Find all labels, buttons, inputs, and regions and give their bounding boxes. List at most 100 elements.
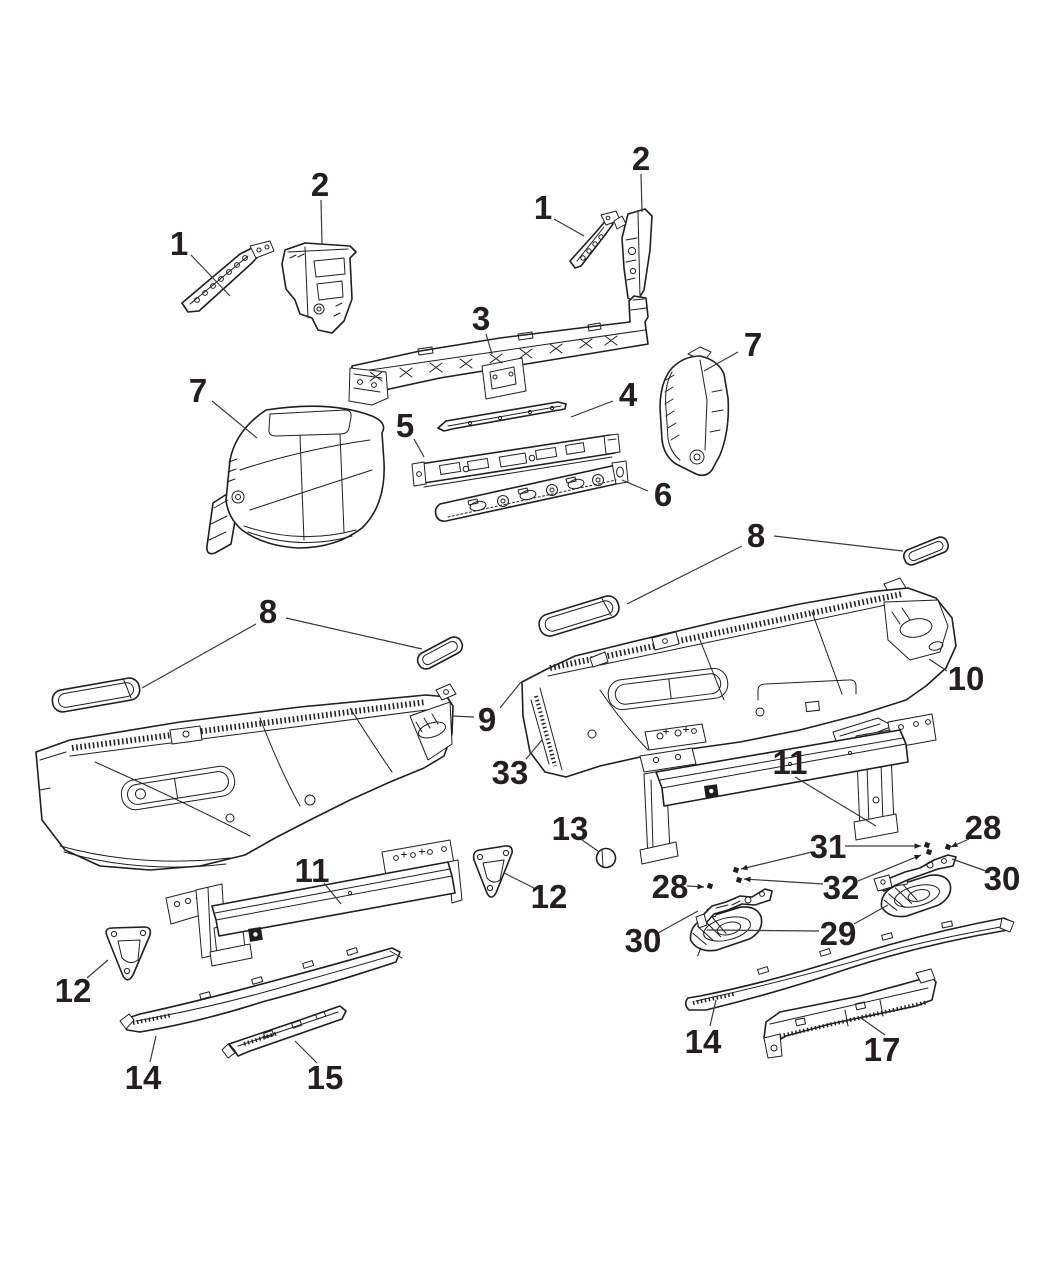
part-10-rear-fascia-drawing [521,577,957,778]
leader-line [413,438,425,458]
leader-arrowhead [741,864,748,871]
part-7-left-support-drawing [206,405,385,555]
callout-3: 3 [472,300,493,355]
callout-label-31: 31 [810,828,847,865]
part-14-left-valance-drawing [119,947,403,1033]
callout-28-left: 28 [652,868,705,905]
part-30-right-bracket-drawing [873,854,957,892]
leader-line [928,658,948,672]
leader-line [294,1040,318,1064]
callout-33: 33 [492,739,543,791]
fastener-pin [925,848,933,856]
callout-label-30-right: 30 [984,860,1021,897]
callout-label-29: 29 [820,915,857,952]
callout-label-8-right: 8 [747,517,765,554]
callout-label-7-right: 7 [744,326,762,363]
callout-9: 9 [451,681,522,738]
part-30-left-bracket-drawing [695,888,773,929]
part-13-plug-drawing [595,847,617,869]
callout-label-14-left: 14 [125,1059,162,1096]
leader-line [773,535,904,552]
callout-30-left: 30 [625,910,699,959]
fastener-pin [735,876,743,884]
leader-line [794,776,877,827]
leader-arrowhead [951,841,958,847]
leader-line [149,1035,157,1063]
leader-line [285,617,423,650]
leader-arrowhead [697,883,704,890]
part-11-right-impact-bar-drawing [639,713,937,865]
callout-2-left: 2 [311,166,329,245]
part-12-right-bracket-drawing [472,845,513,898]
callout-label-1-left: 1 [170,225,188,262]
callout-8-left: 8 [141,593,423,689]
callout-label-6: 6 [654,476,672,513]
callout-5: 5 [396,407,425,458]
leader-line [570,400,614,418]
callout-label-12-left: 12 [55,972,92,1009]
part-7-right-support-drawing [659,346,730,477]
leader-line [740,851,813,870]
callout-12-left: 12 [55,959,109,1009]
callout-label-8-left: 8 [259,593,277,630]
callout-label-1-right: 1 [534,189,552,226]
callout-32: 32 [743,854,922,906]
callout-14-right: 14 [685,999,722,1060]
callout-label-7-left: 7 [189,372,207,409]
callout-29: 29 [706,904,889,952]
leader-line [626,545,743,605]
leader-line [640,173,643,213]
callout-label-28-left: 28 [652,868,689,905]
callout-label-4: 4 [619,376,638,413]
callout-label-33: 33 [492,754,529,791]
callout-28-right: 28 [950,809,1001,848]
leader-arrowhead [914,843,921,849]
callout-label-14-right: 14 [685,1023,722,1060]
callout-label-32: 32 [823,869,860,906]
callout-label-11-left: 11 [295,852,330,889]
part-15-strip-drawing [221,1005,347,1059]
part-1-right-bracket-drawing [569,210,621,269]
callout-label-9: 9 [478,701,496,738]
fastener-pin [944,843,952,851]
callout-1-left: 1 [170,225,231,297]
leader-line [706,929,820,932]
part-12-left-bracket-drawing [105,926,152,981]
part-4-strip-drawing [437,401,567,432]
callout-8-right: 8 [626,517,904,605]
leader-arrowhead [744,876,751,883]
part-2-right-bracket-drawing [613,208,653,304]
callout-11-right: 11 [773,744,877,827]
callout-17: 17 [860,1017,901,1068]
callout-14-left: 14 [125,1035,162,1096]
callout-30-right: 30 [951,858,1021,897]
callout-label-13: 13 [552,810,589,847]
callout-10: 10 [928,658,984,697]
leader-line [709,999,717,1027]
part-6-rail-drawing [434,460,629,522]
leader-line [703,351,739,372]
part-8-pad-right-inner-drawing [538,595,620,637]
callout-13: 13 [552,810,599,852]
callout-label-17: 17 [864,1031,901,1068]
callout-label-2-right: 2 [632,140,650,177]
leader-line [86,959,109,979]
leader-line [323,882,342,905]
fastener-pin [732,866,740,874]
part-17-lower-panel-drawing [763,968,937,1059]
fastener-pin [923,841,931,849]
leader-line [621,479,649,492]
callout-4: 4 [570,376,638,418]
part-14-right-valance-drawing [684,917,1015,1011]
leader-line [581,839,599,852]
leader-line [451,715,475,718]
leader-line [141,623,257,689]
leader-line [553,218,585,237]
callout-7-right: 7 [703,326,762,372]
leader-arrowhead [914,854,921,860]
callout-6: 6 [621,476,672,513]
leader-line [211,400,258,439]
leader-line [485,333,493,355]
callout-15: 15 [294,1040,343,1096]
